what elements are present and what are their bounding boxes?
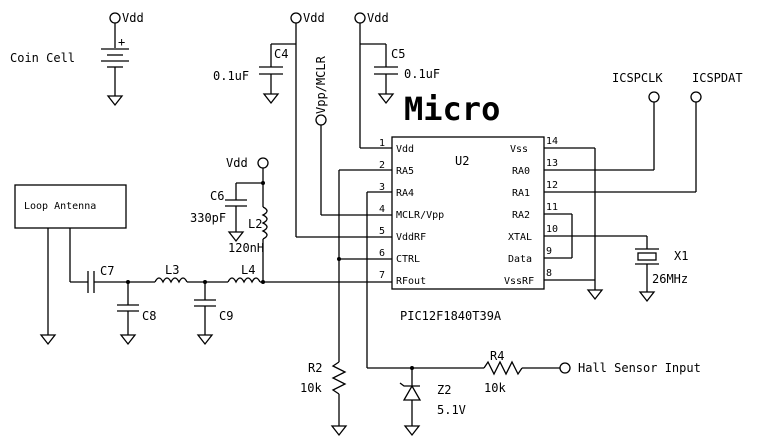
icspdat-test-point — [544, 91, 702, 193]
icspdat-label: ICSPDAT — [692, 71, 743, 85]
c4-label: C4 — [274, 47, 288, 61]
ic-right-pins: 14 Vss 13 RA0 12 RA1 11 RA2 10 XTAL 9 Da… — [504, 136, 558, 287]
pin-name: RA5 — [396, 166, 414, 177]
ic-left-pins: 1 Vdd 2 RA5 3 RA4 4 MCLR/Vpp 5 VddRF 6 C… — [379, 138, 444, 287]
c7-label: C7 — [100, 264, 114, 278]
u2-label: U2 — [455, 154, 469, 168]
pin-number: 14 — [546, 136, 558, 147]
pin-name: VssRF — [504, 276, 534, 287]
pin-number: 8 — [546, 268, 552, 279]
vdd-label: Vdd — [303, 11, 325, 25]
l2-value: 120nH — [228, 241, 264, 255]
pin-number: 3 — [379, 182, 385, 193]
c6-label: C6 — [210, 189, 224, 203]
pin-name: Vdd — [396, 144, 414, 155]
pin-number: 10 — [546, 224, 558, 235]
coin-cell-label: Coin Cell — [10, 51, 75, 65]
pin-name: RFout — [396, 276, 426, 287]
c6-value: 330pF — [190, 211, 226, 225]
c5-label: C5 — [391, 47, 405, 61]
pin-name: RA0 — [512, 166, 530, 177]
vdd-label: Vdd — [122, 11, 144, 25]
pin-number: 5 — [379, 226, 385, 237]
z2-value: 5.1V — [437, 403, 466, 417]
r4-value: 10k — [484, 381, 506, 395]
u2-ic — [391, 136, 545, 290]
pin-number: 4 — [379, 204, 385, 215]
pin-number: 13 — [546, 158, 558, 169]
c4-capacitor — [259, 12, 302, 237]
c5-capacitor — [354, 12, 398, 149]
pin-number: 2 — [379, 160, 385, 171]
c5-value: 0.1uF — [404, 67, 440, 81]
hall-sensor-input-network — [366, 191, 571, 437]
pin-name: VddRF — [396, 232, 426, 243]
c8-label: C8 — [142, 309, 156, 323]
pin-number: 7 — [379, 270, 385, 281]
coin-cell-battery — [101, 12, 129, 107]
pin-name: XTAL — [508, 232, 532, 243]
x1-value: 26MHz — [652, 272, 688, 286]
pin-name: Data — [508, 254, 532, 265]
r2-resistor-network — [330, 169, 392, 437]
part-number-label: PIC12F1840T39A — [400, 309, 502, 323]
micro-title: Micro — [404, 90, 500, 128]
r2-label: R2 — [308, 361, 322, 375]
l4-label: L4 — [241, 263, 255, 277]
vpp-mclr-test-point — [315, 114, 392, 216]
z2-label: Z2 — [437, 383, 451, 397]
l2-label: L2 — [248, 217, 262, 231]
r4-label: R4 — [490, 349, 504, 363]
vdd-label: Vdd — [367, 11, 389, 25]
c4-value: 0.1uF — [213, 69, 249, 83]
vdd-label: Vdd — [226, 156, 248, 170]
pin-number: 1 — [379, 138, 385, 149]
pin-number: 11 — [546, 202, 558, 213]
battery-plus-label: + — [118, 35, 125, 49]
pin-name: RA1 — [512, 188, 530, 199]
pin-name: CTRL — [396, 254, 420, 265]
l2-c6-vddrf-network — [225, 157, 392, 282]
pin-name: RA2 — [512, 210, 530, 221]
pin-name: RA4 — [396, 188, 414, 199]
vpp-mclr-label: Vpp/MCLR — [314, 55, 328, 114]
pin-name: MCLR/Vpp — [396, 210, 444, 221]
icspclk-test-point — [544, 91, 660, 171]
icspclk-label: ICSPCLK — [612, 71, 663, 85]
x1-label: X1 — [674, 249, 688, 263]
hall-sensor-input-label: Hall Sensor Input — [578, 361, 701, 375]
vss-ground-wiring — [544, 147, 604, 301]
l3-label: L3 — [165, 263, 179, 277]
c9-label: C9 — [219, 309, 233, 323]
pin-number: 9 — [546, 246, 552, 257]
x1-crystal — [544, 235, 659, 303]
r2-value: 10k — [300, 381, 322, 395]
pin-name: Vss — [510, 144, 528, 155]
pin-number: 6 — [379, 248, 385, 259]
loop-antenna-block — [14, 184, 127, 346]
pin-number: 12 — [546, 180, 558, 191]
rf-chain — [70, 271, 392, 346]
loop-antenna-label: Loop Antenna — [24, 201, 96, 212]
